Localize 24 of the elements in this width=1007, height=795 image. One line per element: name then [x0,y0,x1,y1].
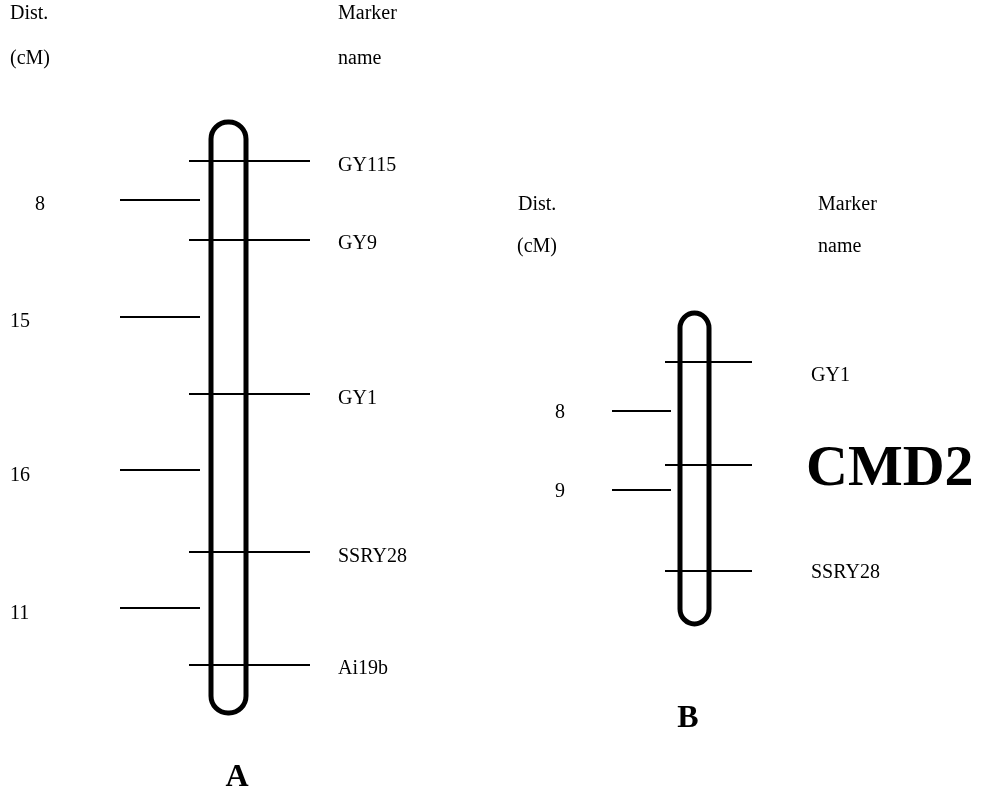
column-header: (cM) [517,234,557,256]
distance-label: 16 [10,463,30,485]
distance-label: 11 [10,601,30,623]
distance-label: 15 [10,309,30,331]
marker-label: GY9 [338,231,377,253]
distance-label: 9 [555,479,565,501]
marker-label: GY1 [811,363,850,385]
marker-label: Ai19b [338,656,388,678]
marker-label: GY115 [338,153,397,175]
panel-label: A [225,758,249,794]
distance-label: 8 [555,400,565,422]
marker-label: SSRY28 [811,560,880,582]
marker-label: GY1 [338,386,377,408]
column-header: (cM) [10,46,50,68]
gene-label: CMD2 [806,434,974,498]
column-header: name [818,234,862,256]
distance-label: 8 [35,192,45,214]
marker-label: SSRY28 [338,544,407,566]
column-header: Dist. [518,192,557,214]
panel-label: B [677,699,699,735]
column-header: name [338,46,382,68]
column-header: Marker [338,1,397,23]
column-header: Marker [818,192,877,214]
column-header: Dist. [10,1,49,23]
